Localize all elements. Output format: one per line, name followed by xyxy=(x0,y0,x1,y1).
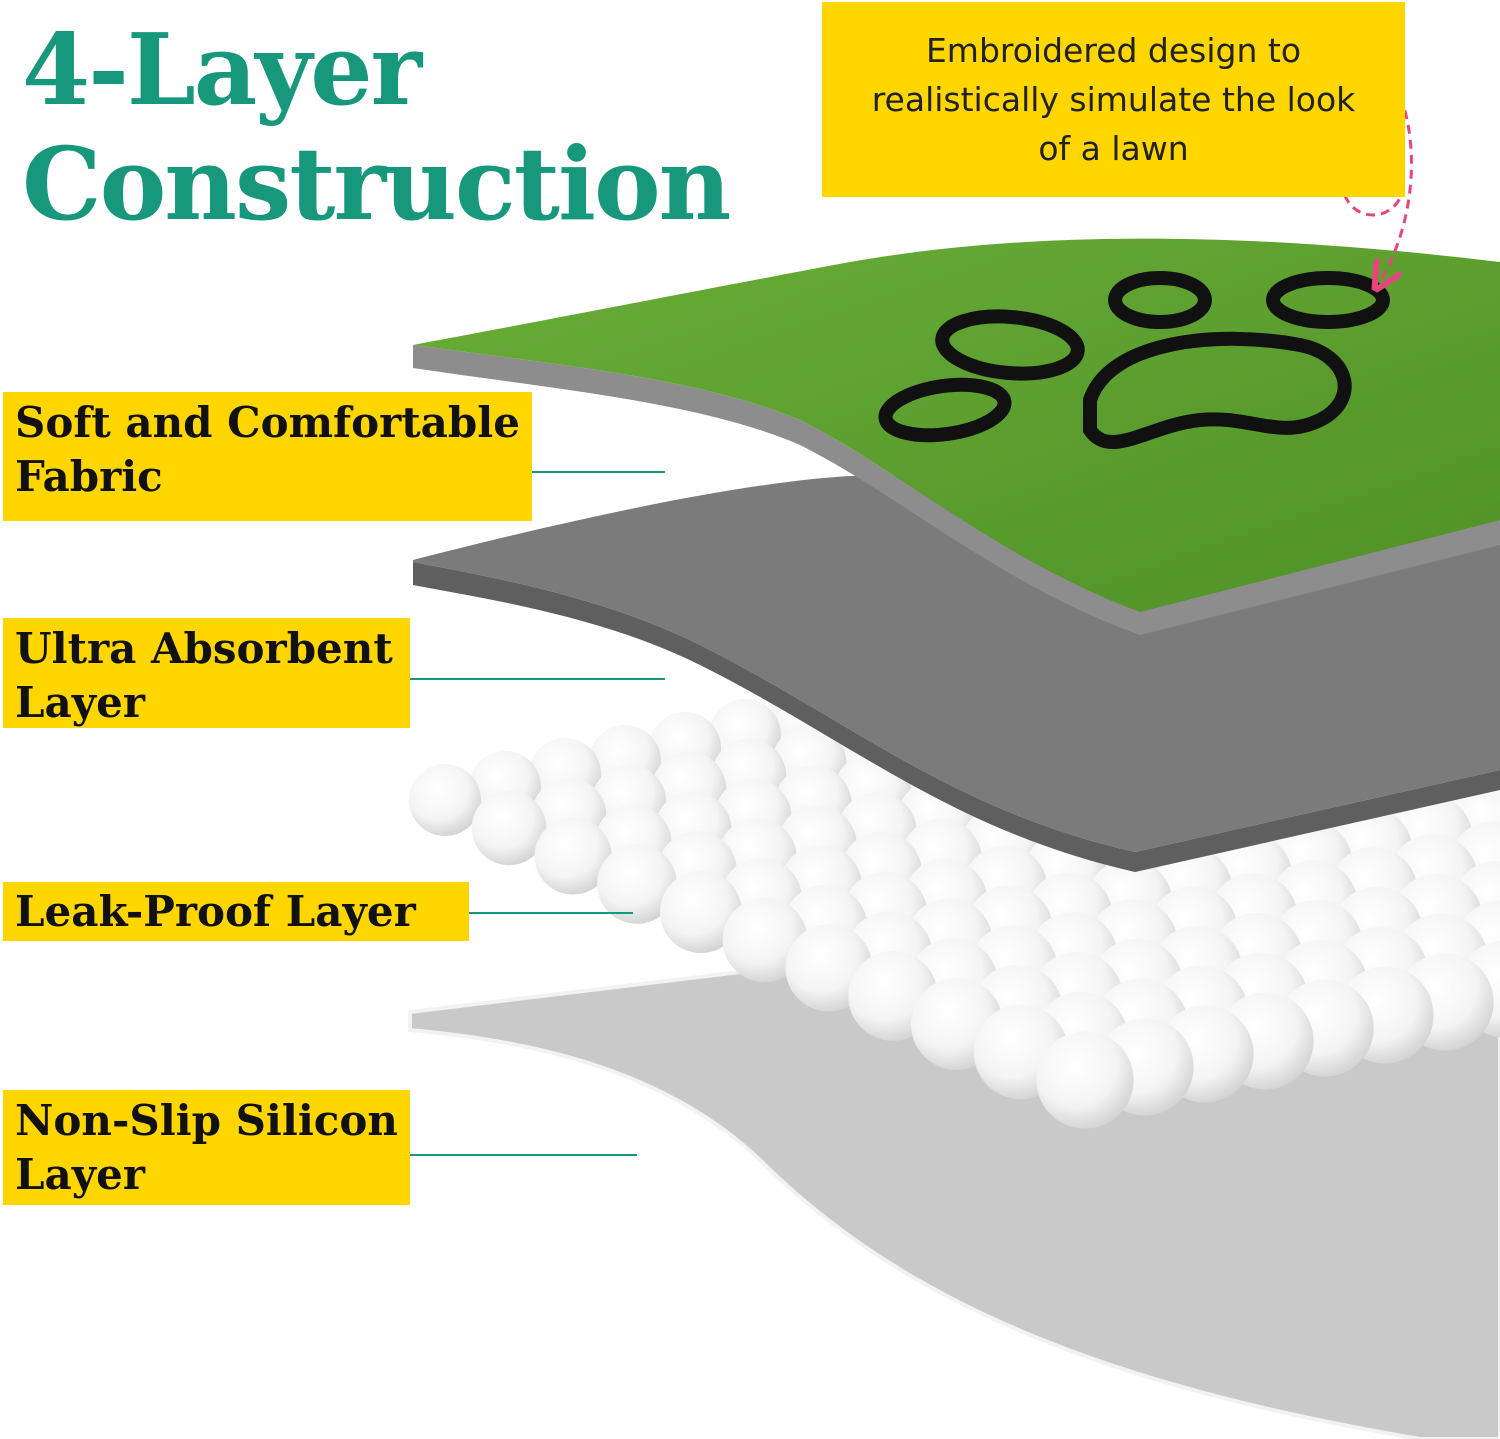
leader-line-fabric xyxy=(532,471,665,473)
leader-line-non-slip xyxy=(410,1154,637,1156)
bead xyxy=(409,764,481,836)
leader-line-leak-proof xyxy=(469,912,633,914)
pointer-arrow-icon xyxy=(1382,81,1413,278)
leader-line-absorbent xyxy=(410,678,665,680)
bead xyxy=(659,870,743,954)
bead xyxy=(597,844,677,924)
bead xyxy=(1036,1031,1134,1129)
label-fabric-layer: Soft and Comfortable Fabric xyxy=(3,392,532,521)
paw-embroidery xyxy=(878,271,1390,449)
title-line2: Construction xyxy=(22,125,731,243)
bead xyxy=(534,817,612,895)
fabric-layer-edge xyxy=(413,345,1500,635)
label-absorbent-layer: Ultra Absorbent Layer xyxy=(3,618,410,728)
title-line1: 4-Layer xyxy=(22,13,422,128)
bead xyxy=(471,790,547,866)
label-leak-proof-layer: Leak-Proof Layer xyxy=(3,882,469,941)
embroidery-callout: Embroidered design to realistically simu… xyxy=(822,2,1405,197)
label-non-slip-layer: Non-Slip Silicon Layer xyxy=(3,1090,410,1205)
absorbent-layer-edge xyxy=(413,562,1500,872)
